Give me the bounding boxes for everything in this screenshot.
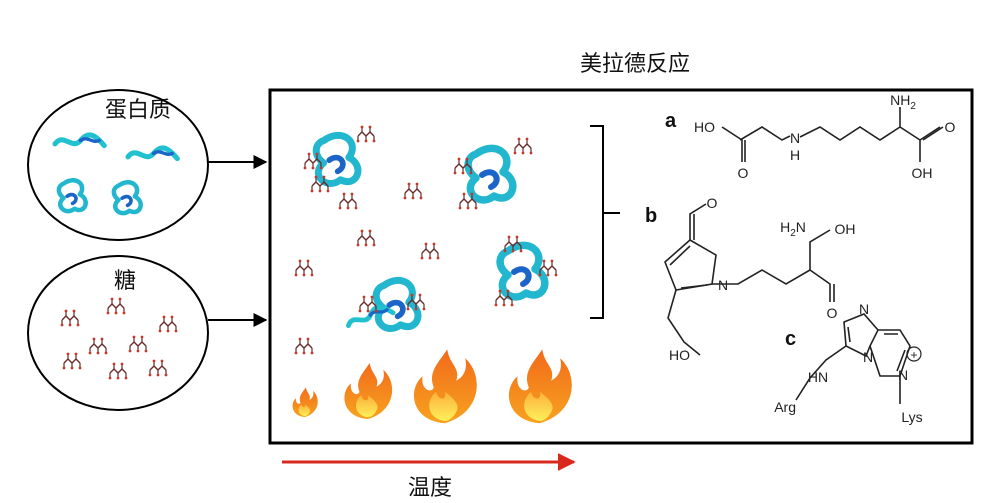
- atom-h2n: H2N: [780, 219, 806, 239]
- reaction-box: [268, 88, 974, 445]
- atom-o-ald: O: [707, 195, 718, 211]
- sugar-label: 糖: [113, 269, 136, 294]
- diagram-title: 美拉德反应: [579, 52, 690, 77]
- structure-a: [721, 107, 944, 162]
- atom-arg: Arg: [774, 399, 796, 415]
- atom-hn: HN: [808, 369, 828, 385]
- protein-ellipse: [27, 89, 209, 241]
- structure-b: [664, 203, 835, 356]
- bracket: [590, 125, 620, 319]
- atom-oh-b: OH: [835, 221, 856, 237]
- atom-nh2: NH2: [890, 92, 916, 112]
- atom-plus: +: [910, 348, 917, 362]
- atom-n-ring: N: [718, 277, 728, 293]
- protein-label: 蛋白质: [104, 98, 171, 123]
- flames: [292, 349, 572, 424]
- sugar-molecules: [59, 296, 179, 381]
- protein-molecules: [55, 135, 177, 213]
- atom-n-plus: N: [898, 367, 908, 383]
- structure-a-label: a: [665, 110, 677, 132]
- atom-ho-b: HO: [669, 347, 690, 363]
- atom-n-top: N: [859, 301, 869, 317]
- atom-ho-a: HO: [694, 119, 715, 135]
- free-sugars: [293, 181, 441, 356]
- atom-h-a: H: [790, 147, 800, 163]
- atom-lys: Lys: [901, 409, 922, 425]
- atom-o-acid: O: [827, 305, 838, 321]
- glycated-proteins: [302, 124, 559, 329]
- atom-o-a2: O: [945, 119, 956, 135]
- temperature-label: 温度: [407, 476, 452, 501]
- atom-oh-a: OH: [912, 165, 933, 181]
- plus-charge-circle: [906, 346, 922, 362]
- structure-c-label: c: [785, 328, 797, 350]
- structure-b-label: b: [645, 205, 658, 227]
- sugar-ellipse: [27, 255, 209, 411]
- structure-c: [795, 313, 911, 404]
- atom-o-a1: O: [738, 165, 749, 181]
- atom-n-bot: N: [863, 349, 873, 365]
- atom-n-a: N: [790, 130, 800, 146]
